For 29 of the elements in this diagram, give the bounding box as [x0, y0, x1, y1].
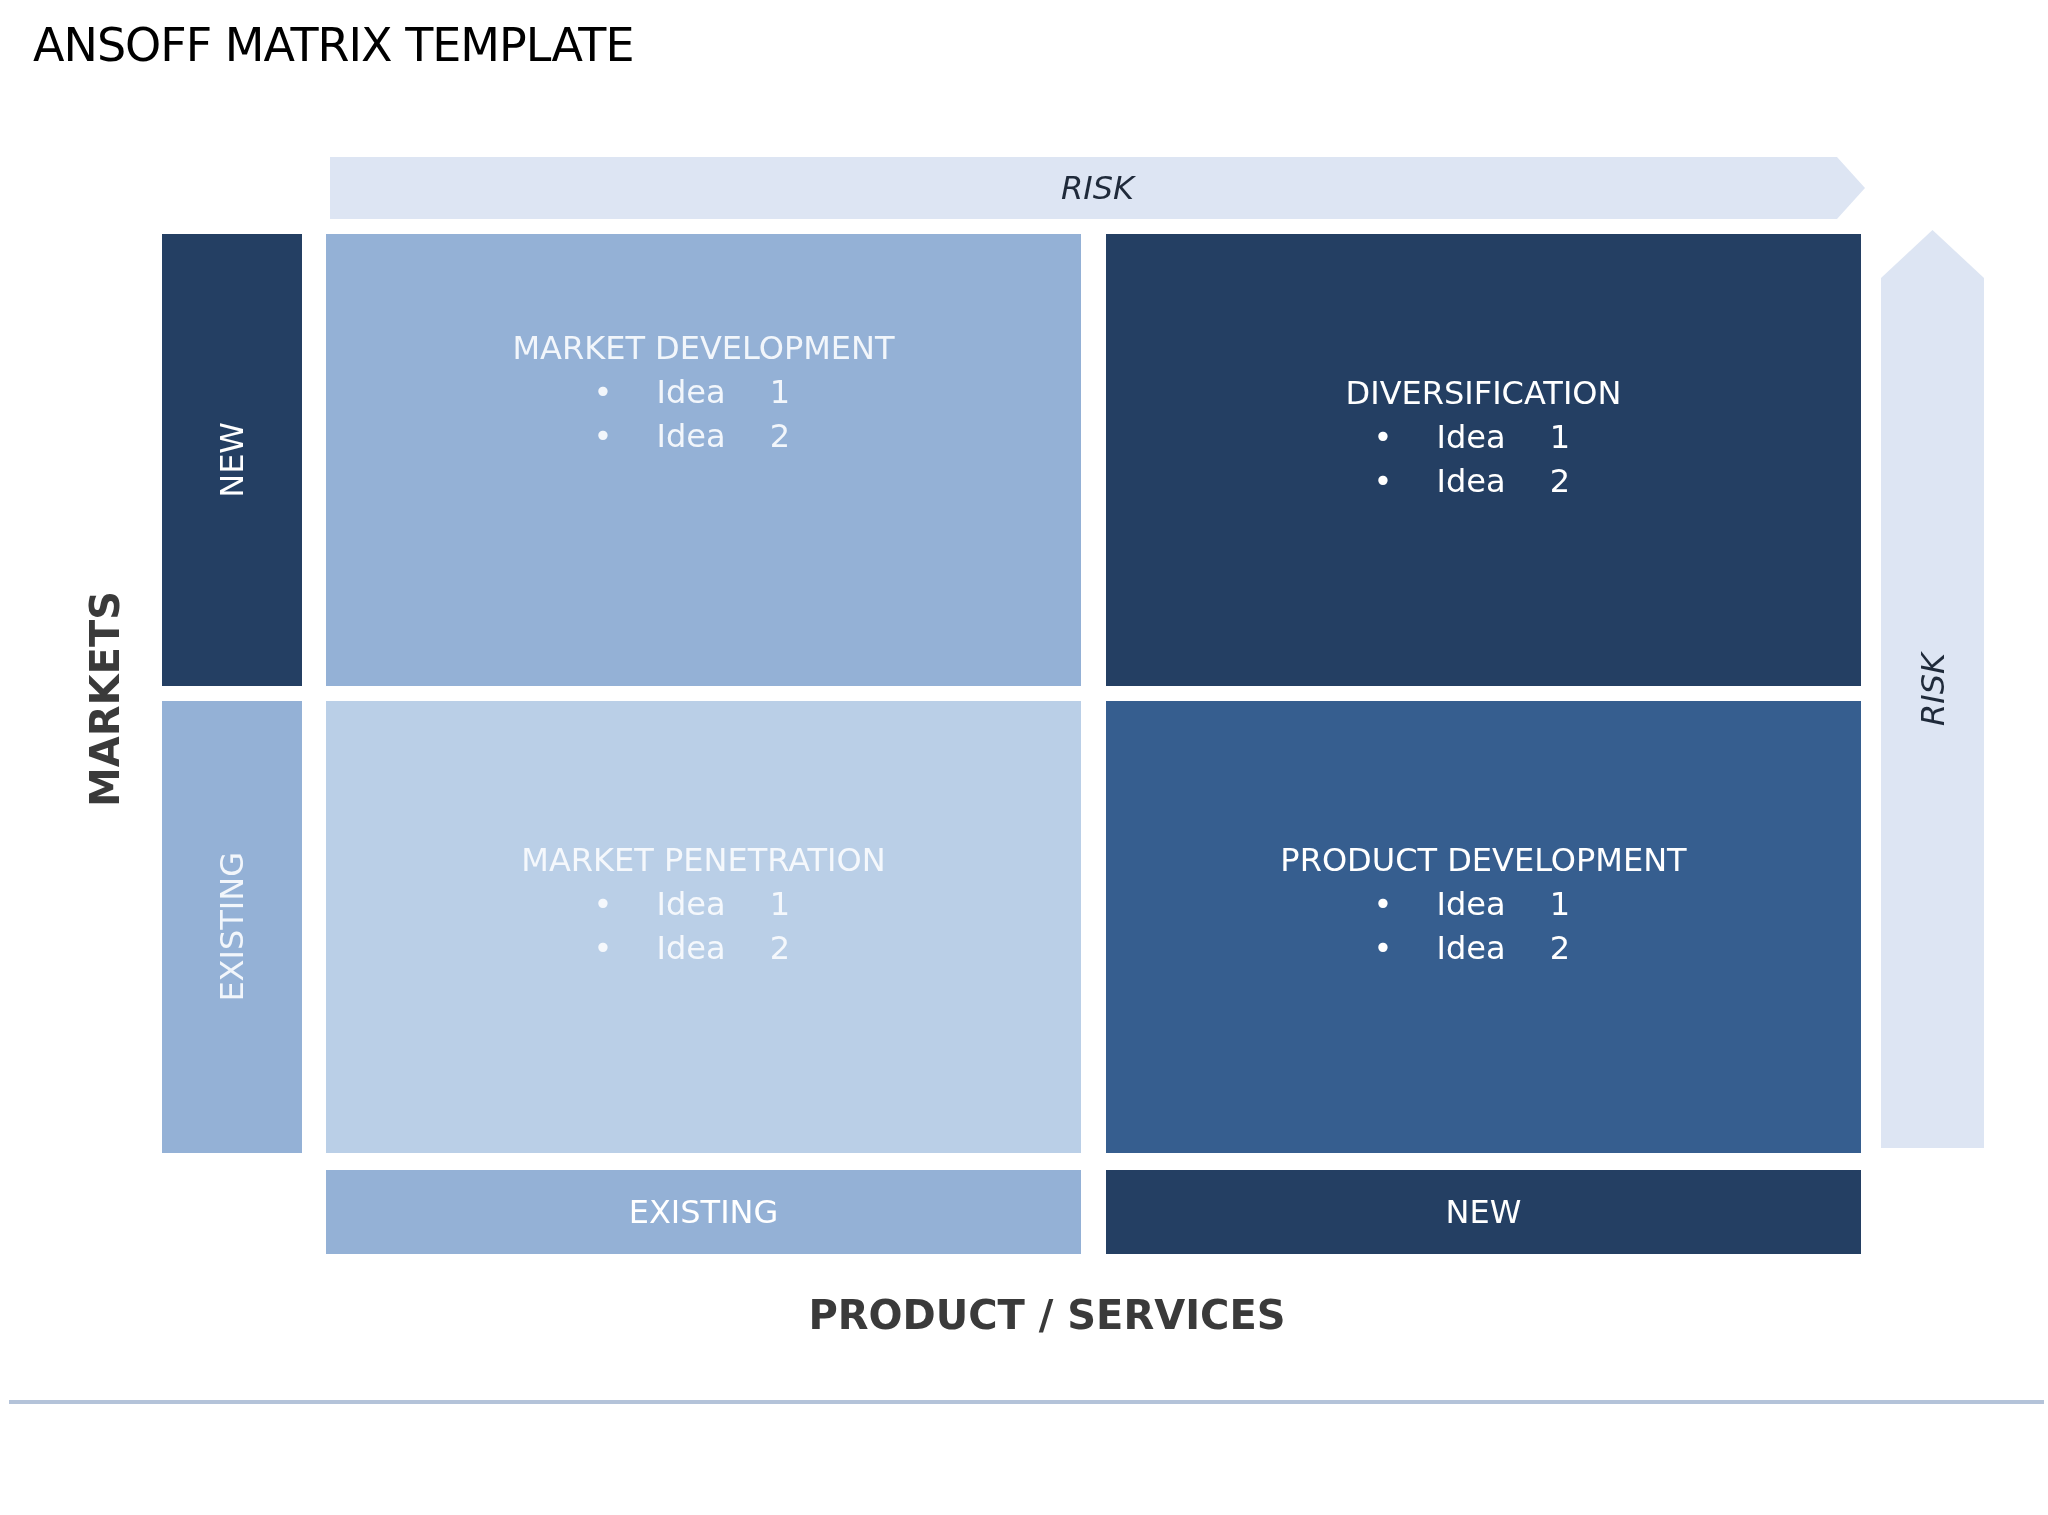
- axis-category-box: [1106, 1170, 1861, 1254]
- title: ANSOFF MATRIX TEMPLATE: [33, 18, 634, 72]
- quadrant-box: [326, 234, 1081, 686]
- bullet-item: • Idea 1: [1373, 418, 1572, 456]
- bullet-item: • Idea 2: [1373, 462, 1572, 500]
- bullet-item: • Idea 1: [593, 885, 792, 923]
- axis-title: PRODUCT / SERVICES: [807, 1292, 1287, 1338]
- axis-category-box: [162, 234, 302, 686]
- axis-category-label: NEW: [1445, 1193, 1522, 1231]
- quadrant-box: [326, 701, 1081, 1153]
- quadrant-heading: DIVERSIFICATION: [1345, 374, 1622, 412]
- bullet-item: • Idea 2: [593, 417, 792, 455]
- quadrant-box: [1106, 234, 1861, 686]
- risk-label: RISK: [1913, 652, 1952, 726]
- quadrant-box: [1106, 701, 1861, 1153]
- bullet-item: • Idea 2: [593, 929, 792, 967]
- quadrant-heading: MARKET DEVELOPMENT: [512, 329, 895, 367]
- bullet-item: • Idea 1: [593, 373, 792, 411]
- bullet-item: • Idea 1: [1373, 885, 1572, 923]
- bullet-item: • Idea 2: [1373, 929, 1572, 967]
- axis-category-label: EXISTING: [628, 1193, 779, 1231]
- risk-label: RISK: [1061, 169, 1134, 207]
- axis-category-label: EXISTING: [213, 852, 251, 1002]
- quadrant-heading: MARKET PENETRATION: [521, 841, 886, 879]
- axis-category-label: NEW: [213, 422, 251, 498]
- quadrant-heading: PRODUCT DEVELOPMENT: [1280, 841, 1687, 879]
- axis-category-box: [162, 701, 302, 1153]
- axis-title: MARKETS: [82, 591, 128, 807]
- axis-category-box: [326, 1170, 1081, 1254]
